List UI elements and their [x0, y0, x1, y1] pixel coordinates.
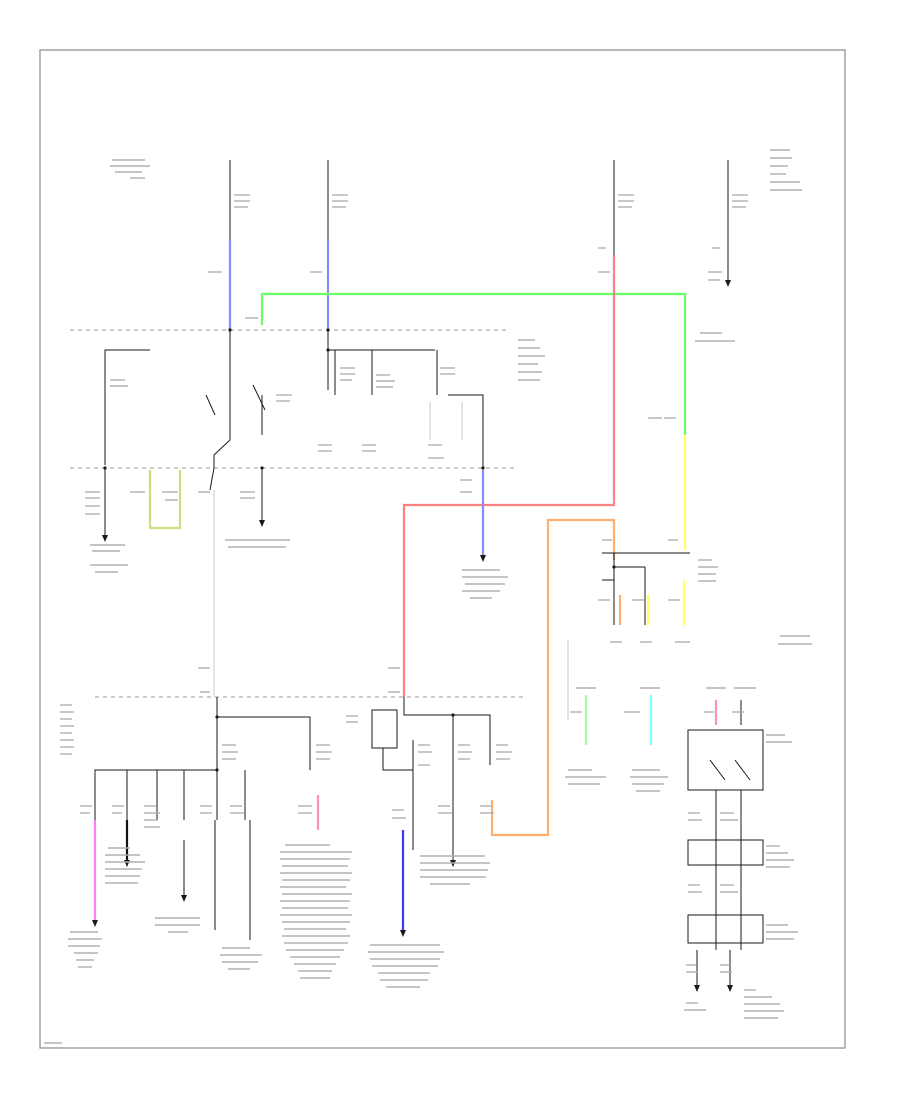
dual-relay-box — [687, 729, 764, 791]
relay-box — [371, 709, 398, 749]
terminal-markers — [92, 280, 733, 992]
top-feeds — [228, 160, 729, 440]
right-lower-cluster — [567, 640, 764, 985]
upper-bus-branches — [104, 349, 484, 535]
junction-dots — [103, 328, 616, 772]
illegible-label-marks — [44, 149, 812, 1044]
yellow-green-loop — [148, 470, 182, 530]
orange-wire — [490, 518, 616, 837]
diagram-frame — [39, 49, 846, 1049]
middle-bus-drops — [213, 468, 485, 697]
lower-bus-branches — [93, 697, 491, 940]
red-wire — [402, 255, 616, 697]
green-wire — [260, 292, 687, 435]
right-sensor-block — [602, 552, 690, 625]
